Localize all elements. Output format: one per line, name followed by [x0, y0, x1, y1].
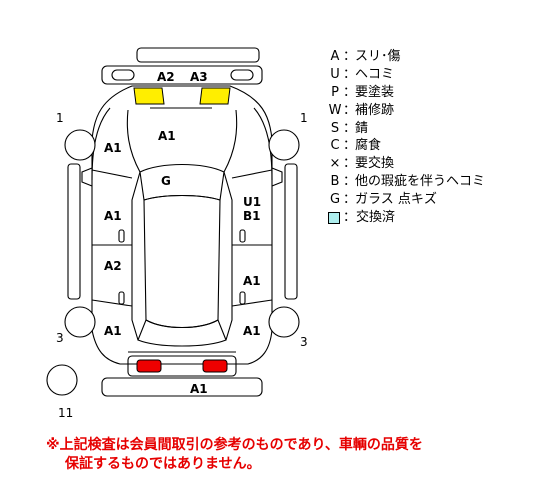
left-side-contour	[91, 107, 111, 181]
left-rocker	[67, 163, 81, 300]
label-tire-front-right: 1	[300, 111, 308, 125]
handle-fr	[239, 229, 246, 243]
front-fog-right	[230, 69, 254, 81]
legend-code: B	[330, 174, 340, 190]
right-a-pillar	[223, 171, 233, 341]
legend-row: B：他の瑕疵を伴うヘコミ	[327, 173, 485, 191]
mirror-right	[271, 167, 283, 187]
legend-code: P	[331, 84, 339, 100]
front-bumper	[101, 65, 263, 85]
front-bumper-strip	[136, 47, 260, 63]
headlight-left	[133, 87, 165, 105]
label-tire-rear-right: 3	[300, 335, 308, 349]
legend-text: 補修跡	[355, 102, 395, 118]
left-front-door-top	[91, 169, 133, 179]
handle-rl	[118, 291, 125, 305]
legend-row-exchanged: ：交換済	[327, 209, 485, 227]
label-headlight-right: A3	[190, 70, 208, 84]
legend-row: P：要塗装	[327, 84, 485, 102]
handle-fl	[118, 229, 125, 243]
legend-separator: ：	[343, 102, 357, 118]
legend-separator: ：	[343, 174, 357, 190]
legend-code: A	[330, 49, 340, 64]
mirror-left	[81, 167, 93, 187]
legend-row: C：腐食	[327, 137, 485, 155]
legend-separator: ：	[343, 192, 357, 208]
left-a-pillar	[131, 171, 141, 341]
legend-row: A：スリ･傷	[327, 48, 485, 66]
rear-bumper	[101, 377, 263, 397]
legend-text: ヘコミ	[355, 66, 395, 82]
disclaimer: ※上記検査は会員間取引の参考のものであり、車輌の品質を 保証するものではありませ…	[46, 436, 423, 474]
legend-code: C	[330, 138, 340, 154]
hood-right-line	[223, 109, 238, 173]
tire-rear-right	[268, 306, 300, 338]
legend-code: ×	[329, 156, 341, 172]
label-spare-tire: 11	[58, 406, 73, 420]
taillight-right	[202, 359, 228, 373]
label-front-fender-left: A1	[104, 141, 122, 155]
right-rear-door-bottom	[231, 299, 273, 307]
rear-bumper-strip	[127, 355, 237, 377]
label-rear-fender-left: A1	[104, 324, 122, 338]
legend-row: S：錆	[327, 120, 485, 138]
roof	[143, 195, 221, 328]
legend-code: G	[329, 192, 341, 208]
label-hood: A1	[158, 129, 176, 143]
label-tire-front-left: 1	[56, 111, 64, 125]
right-front-door-top	[231, 169, 273, 179]
label-rear-fender-right: A1	[243, 324, 261, 338]
legend-text: 錆	[355, 120, 369, 136]
legend-text: 他の瑕疵を伴うヘコミ	[355, 174, 486, 190]
legend-code: S	[330, 120, 340, 136]
taillight-left	[136, 359, 162, 373]
legend-row: W：補修跡	[327, 102, 485, 120]
legend-text: 要交換	[355, 156, 395, 172]
legend-code: U	[330, 66, 340, 82]
legend-code: W	[328, 102, 342, 118]
label-front-door-left: A1	[104, 209, 122, 223]
rear-window	[137, 319, 227, 347]
right-rocker	[284, 163, 298, 300]
legend-text: スリ･傷	[355, 49, 401, 64]
label-windshield: G	[161, 174, 171, 188]
label-headlight-left: A2	[157, 70, 175, 84]
left-rear-door-bottom	[91, 299, 133, 307]
legend-row: U：ヘコミ	[327, 66, 485, 84]
legend-separator: ：	[343, 84, 357, 100]
car-body-outline	[91, 85, 273, 365]
tire-front-right	[268, 129, 300, 161]
windshield	[139, 163, 225, 201]
tire-rear-left	[64, 306, 96, 338]
disclaimer-line-1: ※上記検査は会員間取引の参考のものであり、車輌の品質を	[46, 437, 423, 453]
legend-text: 要塗装	[355, 84, 395, 100]
label-front-door-right-b: B1	[243, 209, 261, 223]
exchanged-swatch	[328, 211, 340, 224]
legend-separator: ：	[343, 120, 357, 136]
handle-rr	[239, 291, 246, 305]
hood-left-line	[126, 109, 141, 173]
legend-row: G：ガラス 点キズ	[327, 191, 485, 209]
headlight-right	[199, 87, 231, 105]
legend-text: ガラス 点キズ	[355, 192, 437, 208]
tire-front-left	[64, 129, 96, 161]
legend-row: ×：要交換	[327, 155, 485, 173]
legend-separator: ：	[343, 66, 357, 82]
legend-text-exchanged: ：交換済	[343, 210, 396, 226]
label-rear-door-left: A2	[104, 259, 122, 273]
legend-text: 腐食	[355, 138, 382, 154]
label-rear-door-right: A1	[243, 274, 261, 288]
legend-separator: ：	[343, 49, 357, 64]
label-rear-bumper: A1	[190, 382, 208, 396]
label-front-door-right-u: U1	[243, 195, 261, 209]
spare-tire	[46, 364, 78, 396]
legend-separator: ：	[343, 138, 357, 154]
front-fog-left	[111, 69, 135, 81]
legend-separator: ：	[343, 156, 357, 172]
label-tire-rear-left: 3	[56, 331, 64, 345]
disclaimer-line-2: 保証するものではありません。	[65, 456, 261, 472]
right-side-contour	[253, 107, 273, 181]
